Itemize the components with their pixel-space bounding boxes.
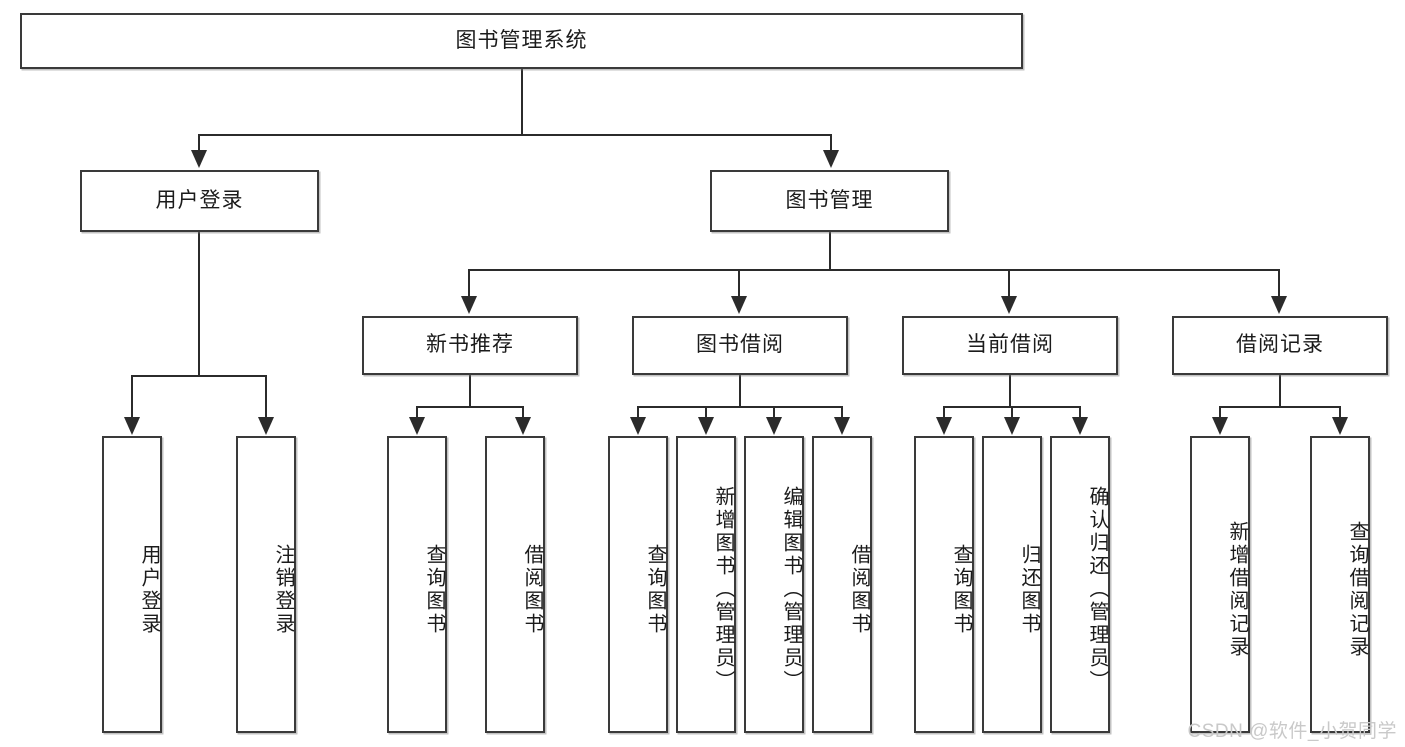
leaf-confirm-return-admin[interactable]: 确认归还（管理员） bbox=[1050, 436, 1110, 733]
leaf-add-book-admin[interactable]: 新增图书（管理员） bbox=[676, 436, 736, 733]
node-label: 新书推荐 bbox=[426, 333, 514, 357]
connector-new-book-drop-1 bbox=[416, 406, 418, 418]
node-label: 新增借阅记录 bbox=[1226, 520, 1248, 659]
node-label: 当前借阅 bbox=[966, 333, 1054, 357]
connector-borrow-record-stem bbox=[1279, 375, 1281, 407]
arrowhead-cb-leaf-3 bbox=[1072, 417, 1088, 435]
leaf-user-login[interactable]: 用户登录 bbox=[102, 436, 162, 733]
leaf-add-borrow-record[interactable]: 新增借阅记录 bbox=[1190, 436, 1250, 733]
node-book-borrow[interactable]: 图书借阅 bbox=[632, 316, 848, 375]
connector-bb-drop-3 bbox=[773, 406, 775, 418]
node-label: 借阅记录 bbox=[1236, 333, 1324, 357]
connector-user-login-stem bbox=[198, 232, 200, 376]
connector-br-drop-2 bbox=[1339, 406, 1341, 418]
connector-root-drop-2 bbox=[830, 134, 832, 152]
node-label: 查询借阅记录 bbox=[1346, 520, 1368, 659]
node-label: 图书管理系统 bbox=[455, 28, 588, 52]
arrowhead-to-book-management bbox=[823, 150, 839, 168]
node-label: 图书借阅 bbox=[696, 333, 784, 357]
connector-root-drop-1 bbox=[198, 134, 200, 152]
connector-cb-drop-1 bbox=[943, 406, 945, 418]
node-label: 注销登录 bbox=[272, 543, 294, 636]
arrowhead-nb-leaf-1 bbox=[409, 417, 425, 435]
arrowhead-to-book-borrow bbox=[731, 296, 747, 314]
connector-current-borrow-stem bbox=[1009, 375, 1011, 407]
connector-book-borrow-stem bbox=[739, 375, 741, 407]
connector-user-login-drop-2 bbox=[265, 375, 267, 418]
node-borrow-record[interactable]: 借阅记录 bbox=[1172, 316, 1388, 375]
node-current-borrow[interactable]: 当前借阅 bbox=[902, 316, 1118, 375]
node-label: 用户登录 bbox=[138, 543, 160, 636]
connector-new-book-stem bbox=[469, 375, 471, 407]
arrowhead-to-borrow-record bbox=[1271, 296, 1287, 314]
connector-user-login-drop-1 bbox=[131, 375, 133, 418]
connector-l3-drop-4 bbox=[1278, 269, 1280, 297]
connector-cb-drop-2 bbox=[1011, 406, 1013, 418]
arrowhead-to-current-borrow bbox=[1001, 296, 1017, 314]
node-label: 归还图书 bbox=[1018, 543, 1040, 636]
connector-l3-drop-1 bbox=[468, 269, 470, 297]
node-label: 查询图书 bbox=[644, 543, 666, 636]
arrowhead-to-new-book-recommend bbox=[461, 296, 477, 314]
node-new-book-recommend[interactable]: 新书推荐 bbox=[362, 316, 578, 375]
node-label: 用户登录 bbox=[155, 188, 244, 212]
connector-bb-drop-2 bbox=[705, 406, 707, 418]
connector-l3-drop-2 bbox=[738, 269, 740, 297]
connector-bb-drop-4 bbox=[841, 406, 843, 418]
connector-l3-drop-3 bbox=[1008, 269, 1010, 297]
node-label: 编辑图书（管理员） bbox=[780, 486, 802, 693]
connector-book-management-bus bbox=[468, 269, 1280, 271]
connector-borrow-record-bus bbox=[1219, 406, 1341, 408]
leaf-query-book-bb[interactable]: 查询图书 bbox=[608, 436, 668, 733]
node-user-login[interactable]: 用户登录 bbox=[80, 170, 319, 232]
arrowhead-to-user-login bbox=[191, 150, 207, 168]
node-label: 新增图书（管理员） bbox=[712, 486, 734, 693]
connector-br-drop-1 bbox=[1219, 406, 1221, 418]
node-label: 确认归还（管理员） bbox=[1086, 486, 1108, 693]
connector-new-book-drop-2 bbox=[522, 406, 524, 418]
arrowhead-nb-leaf-2 bbox=[515, 417, 531, 435]
arrowhead-bb-leaf-2 bbox=[698, 417, 714, 435]
node-label: 查询图书 bbox=[423, 543, 445, 636]
connector-new-book-bus bbox=[416, 406, 524, 408]
arrowhead-br-leaf-2 bbox=[1332, 417, 1348, 435]
arrowhead-cb-leaf-1 bbox=[936, 417, 952, 435]
arrowhead-to-user-login-leaf bbox=[124, 417, 140, 435]
arrowhead-cb-leaf-2 bbox=[1004, 417, 1020, 435]
leaf-query-book-nb[interactable]: 查询图书 bbox=[387, 436, 447, 733]
leaf-return-book[interactable]: 归还图书 bbox=[982, 436, 1042, 733]
node-label: 借阅图书 bbox=[521, 543, 543, 636]
node-label: 图书管理 bbox=[785, 188, 874, 212]
leaf-logout[interactable]: 注销登录 bbox=[236, 436, 296, 733]
connector-root-stem bbox=[521, 69, 523, 135]
connector-bb-drop-1 bbox=[637, 406, 639, 418]
leaf-borrow-book-nb[interactable]: 借阅图书 bbox=[485, 436, 545, 733]
node-book-management[interactable]: 图书管理 bbox=[710, 170, 949, 232]
leaf-borrow-book-bb[interactable]: 借阅图书 bbox=[812, 436, 872, 733]
leaf-query-book-cb[interactable]: 查询图书 bbox=[914, 436, 974, 733]
connector-cb-drop-3 bbox=[1079, 406, 1081, 418]
connector-book-borrow-bus bbox=[637, 406, 843, 408]
arrowhead-bb-leaf-3 bbox=[766, 417, 782, 435]
arrowhead-to-logout-leaf bbox=[258, 417, 274, 435]
arrowhead-bb-leaf-4 bbox=[834, 417, 850, 435]
node-label: 查询图书 bbox=[950, 543, 972, 636]
arrowhead-br-leaf-1 bbox=[1212, 417, 1228, 435]
leaf-query-borrow-record[interactable]: 查询借阅记录 bbox=[1310, 436, 1370, 733]
connector-root-bus bbox=[198, 134, 832, 136]
leaf-edit-book-admin[interactable]: 编辑图书（管理员） bbox=[744, 436, 804, 733]
arrowhead-bb-leaf-1 bbox=[630, 417, 646, 435]
node-label: 借阅图书 bbox=[848, 543, 870, 636]
connector-book-management-stem bbox=[829, 232, 831, 270]
connector-user-login-bus bbox=[131, 375, 267, 377]
node-root-book-management-system[interactable]: 图书管理系统 bbox=[20, 13, 1023, 69]
